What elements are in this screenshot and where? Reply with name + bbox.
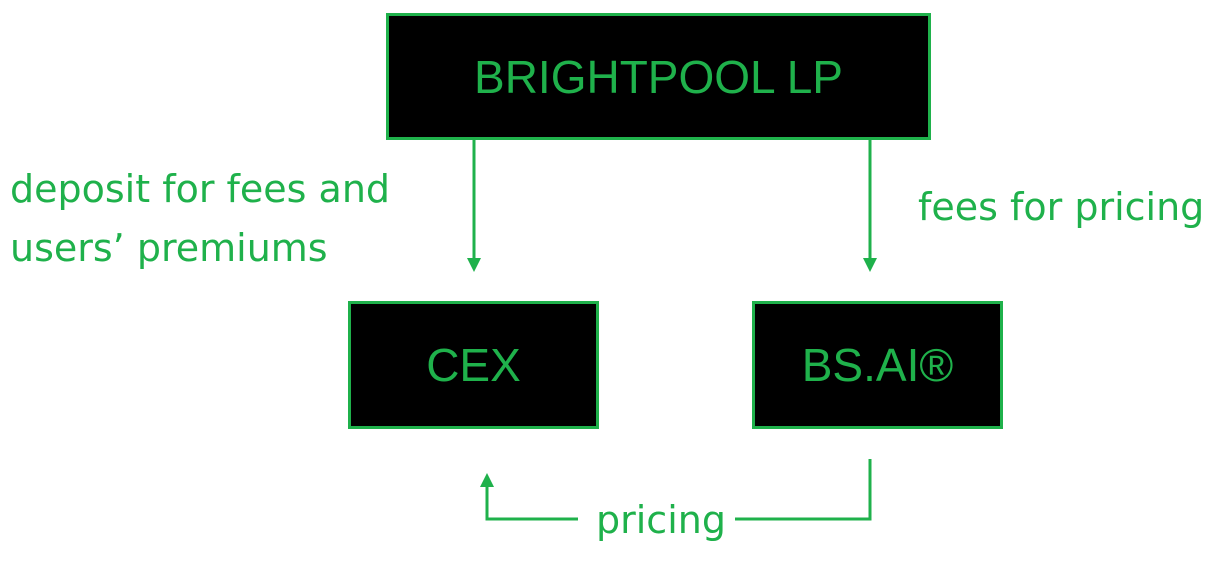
- node-bs-ai-label: BS.AI®: [801, 339, 954, 391]
- node-brightpool-lp: BRIGHTPOOL LP: [386, 13, 931, 140]
- edge-label-deposit: deposit for fees and users’ premiums: [10, 160, 390, 278]
- edge-label-deposit-line-1: deposit for fees and: [10, 167, 391, 211]
- edge-bsai-to-cex-left: [485, 483, 578, 521]
- node-brightpool-lp-label: BRIGHTPOOL LP: [474, 50, 843, 103]
- arrowhead-bsai: [863, 258, 877, 272]
- arrowhead-cex: [467, 258, 481, 272]
- node-cex-label: CEX: [426, 339, 521, 391]
- edge-label-deposit-line-2: users’ premiums: [10, 226, 328, 270]
- node-cex: CEX: [348, 301, 599, 429]
- edge-label-pricing: pricing: [596, 498, 726, 542]
- arrowhead-pricing: [480, 473, 494, 487]
- node-bs-ai: BS.AI®: [752, 301, 1003, 429]
- edge-bsai-to-cex-right: [735, 459, 872, 521]
- edge-label-fees-for-pricing: fees for pricing: [918, 185, 1205, 229]
